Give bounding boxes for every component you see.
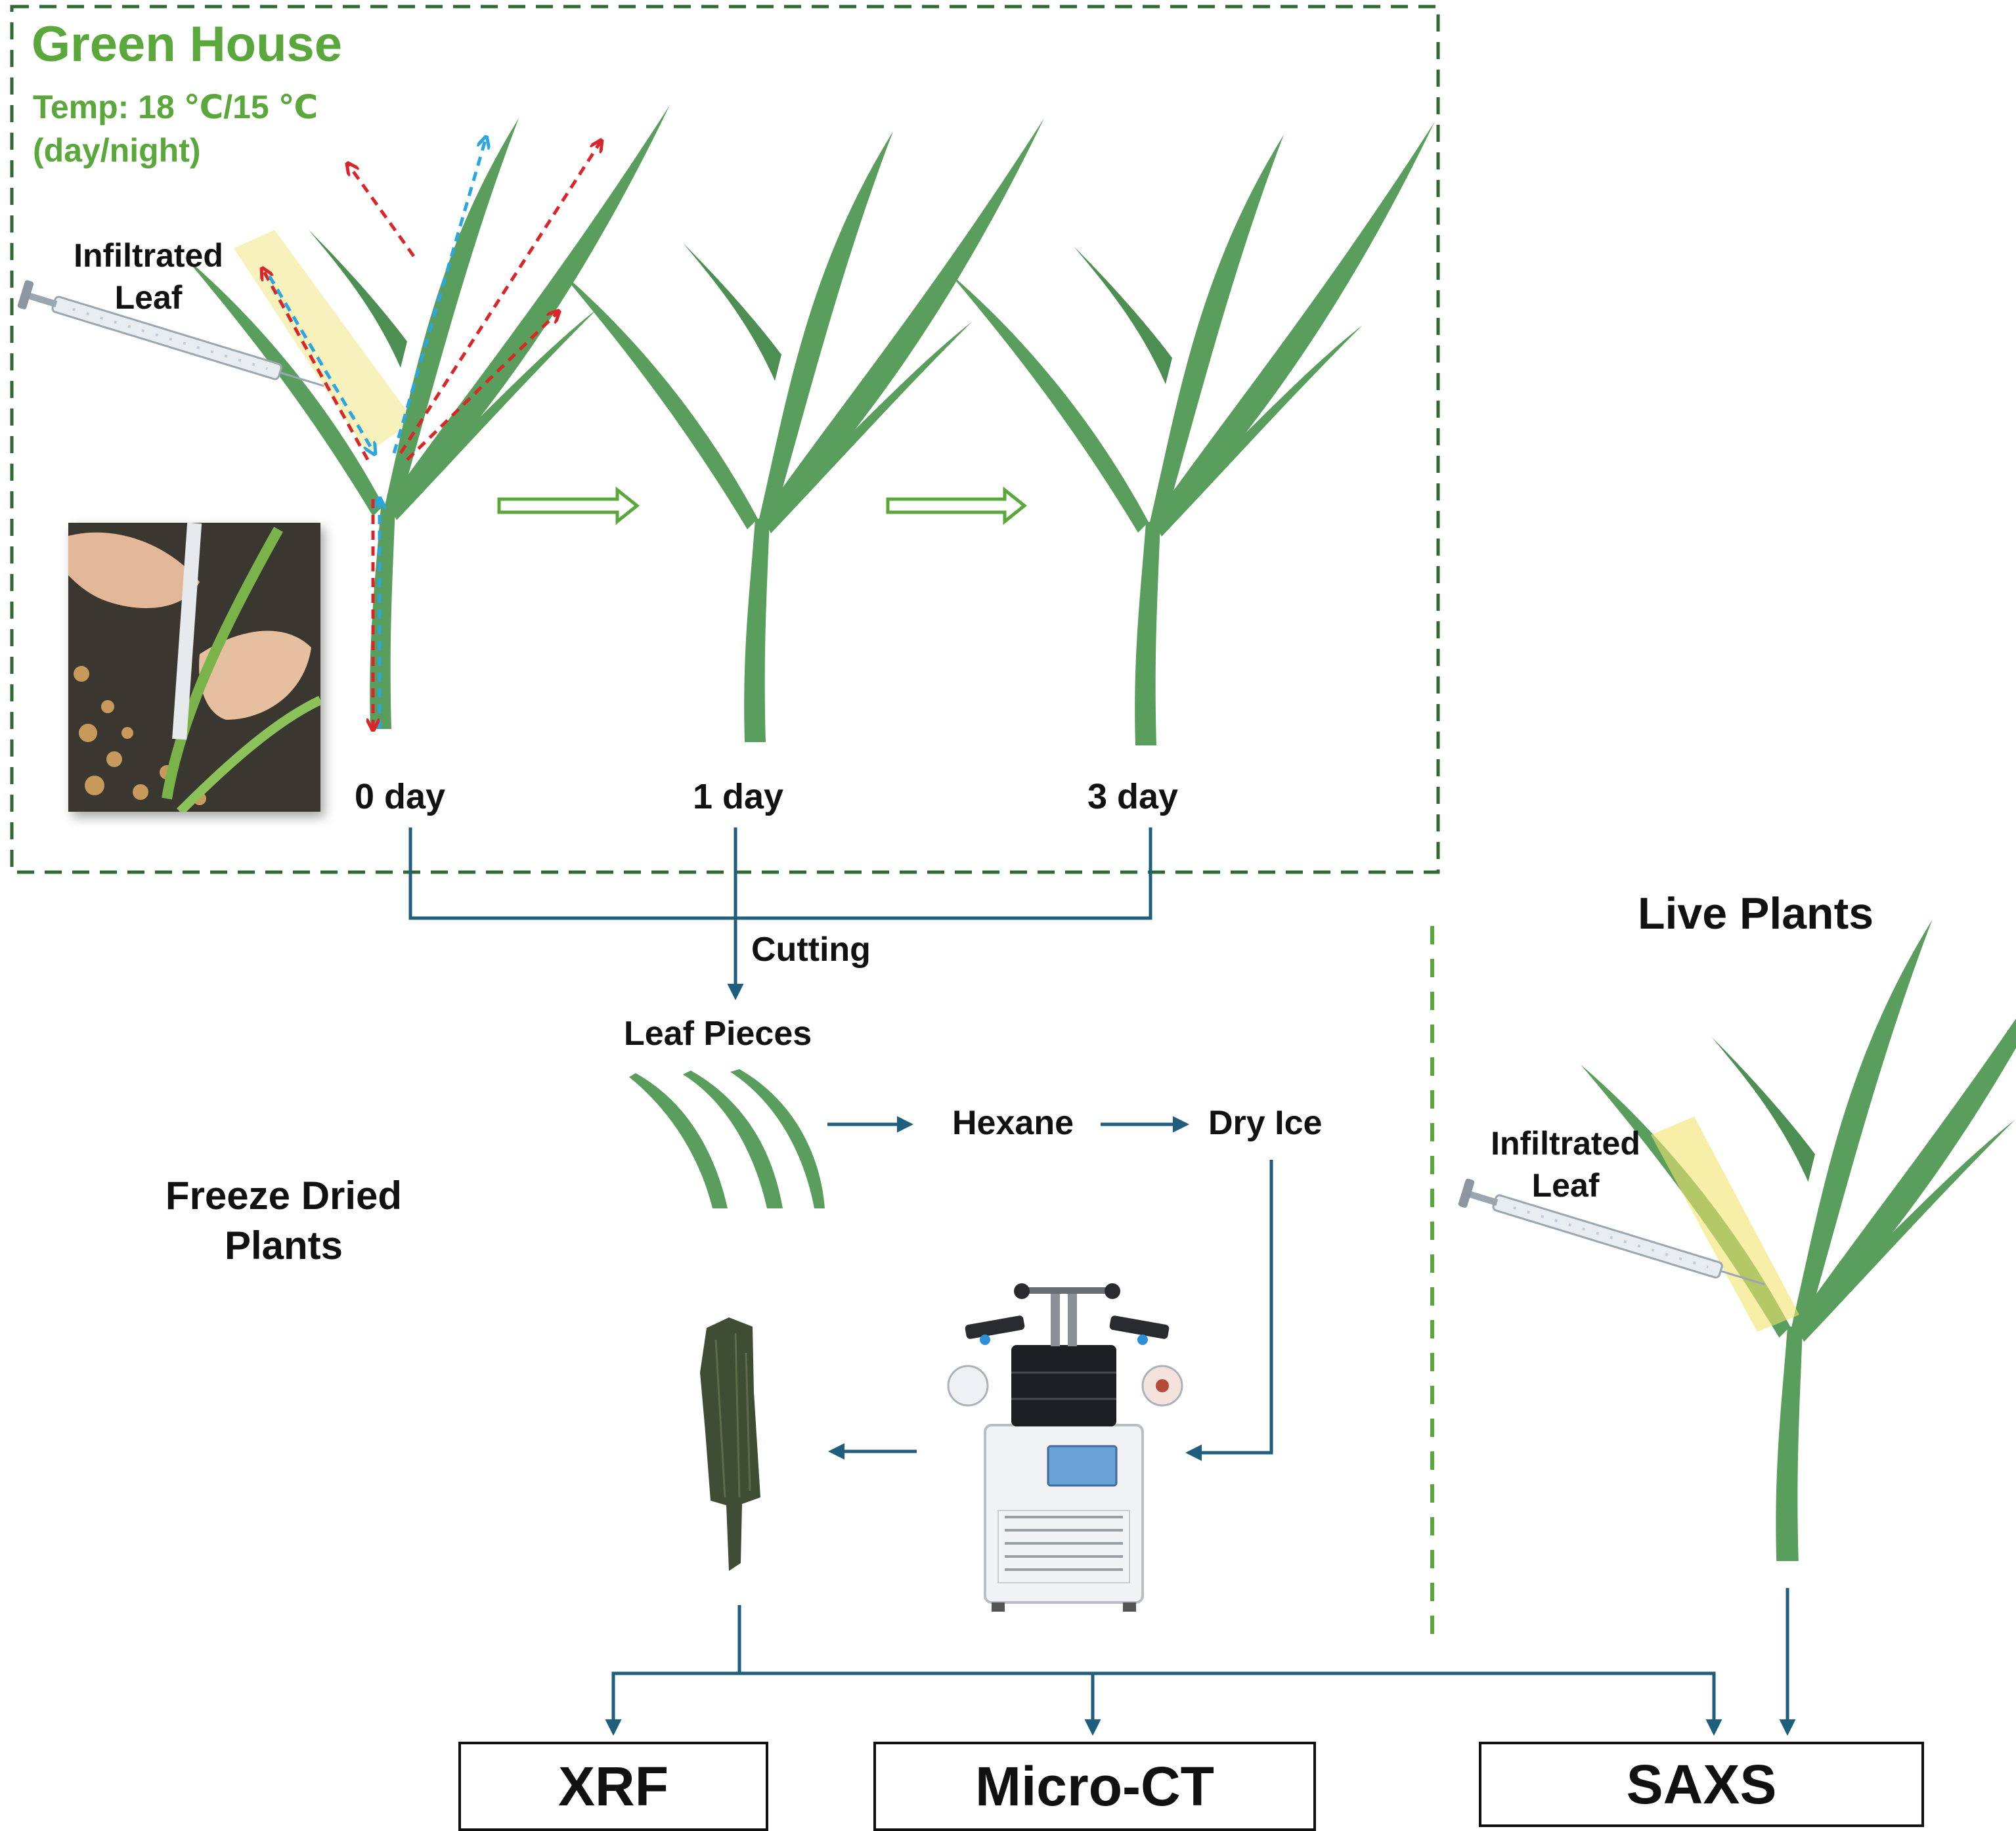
freeze-dried-line1: Freeze Dried xyxy=(165,1174,403,1218)
transport-arrows xyxy=(263,138,601,729)
cutting-flow xyxy=(408,827,1152,1000)
day-1-label: 1 day xyxy=(693,777,784,816)
progress-arrow-1 xyxy=(497,486,640,525)
greenhouse-temp: Temp: 18 ℃/15 ℃ xyxy=(33,89,318,125)
hexane-label: Hexane xyxy=(952,1104,1074,1142)
live-infiltrated-line1: Infiltrated xyxy=(1491,1125,1640,1162)
day-3-label: 3 day xyxy=(1087,777,1179,816)
leaf-pieces-label: Leaf Pieces xyxy=(624,1015,812,1053)
infiltrated-label-line2: Leaf xyxy=(114,279,183,316)
freeze-dried-line2: Plants xyxy=(224,1224,343,1268)
live-infiltrated-line2: Leaf xyxy=(1531,1167,1600,1204)
greenhouse-frame xyxy=(10,5,1440,874)
infiltrated-label-line1: Infiltrated xyxy=(74,237,223,274)
plant-day-0 xyxy=(15,105,670,729)
greenhouse-title: Green House xyxy=(32,16,343,72)
infiltrated-leaf-highlight xyxy=(234,230,414,453)
micro-ct-box: Micro-CT xyxy=(873,1742,1316,1831)
dried-leaf-icon xyxy=(700,1317,760,1571)
day-0-label: 0 day xyxy=(355,777,446,816)
arrow-to-freeze-dryer xyxy=(1185,1160,1273,1461)
live-plants-title: Live Plants xyxy=(1638,889,1874,938)
cutting-label: Cutting xyxy=(751,931,871,969)
saxs-box: SAXS xyxy=(1479,1742,1924,1827)
live-plant xyxy=(1456,906,2016,1561)
progress-arrow-2 xyxy=(886,486,1028,525)
plant-day-3 xyxy=(949,121,1435,745)
dry-ice-label: Dry Ice xyxy=(1208,1104,1323,1142)
infiltration-photo xyxy=(68,523,320,812)
greenhouse-day-night: (day/night) xyxy=(33,132,201,169)
live-infiltrated-leaf-highlight xyxy=(1651,1116,1799,1332)
plant-day-1 xyxy=(558,118,1044,742)
xrf-box: XRF xyxy=(458,1742,768,1831)
technique-flow xyxy=(605,1588,1796,1736)
leaf-pieces-icon xyxy=(629,1069,825,1208)
freeze-dryer-icon xyxy=(947,1283,1183,1612)
